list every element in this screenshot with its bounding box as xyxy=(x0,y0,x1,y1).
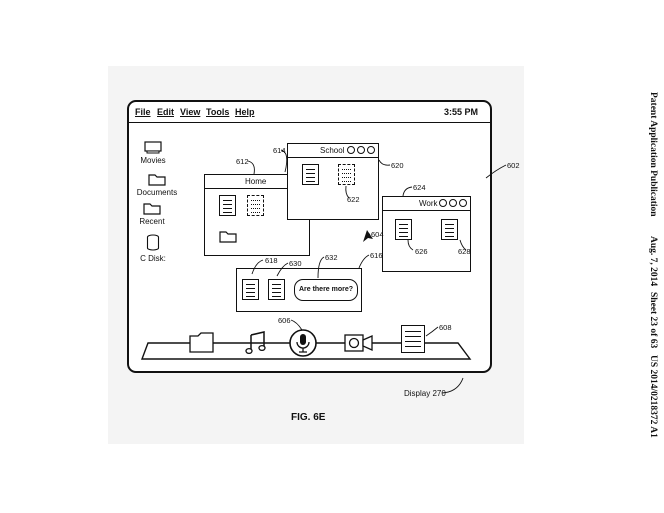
music-note-icon[interactable] xyxy=(245,331,267,355)
minimize-icon[interactable] xyxy=(347,146,355,154)
menu-file[interactable]: File xyxy=(135,107,151,117)
document-icon[interactable] xyxy=(219,195,236,216)
document-icon[interactable] xyxy=(242,279,259,300)
ref-628: 628 xyxy=(458,247,471,256)
ref-608: 608 xyxy=(439,323,452,332)
school-window-title: School xyxy=(288,144,378,158)
recent-label: Recent xyxy=(139,217,165,226)
menu-view[interactable]: View xyxy=(180,107,201,117)
close-icon[interactable] xyxy=(367,146,375,154)
home-window-title: Home xyxy=(205,175,309,189)
document-icon[interactable] xyxy=(302,164,319,185)
document-icon[interactable] xyxy=(395,219,412,240)
ref-604: 604 xyxy=(371,230,384,239)
folder-icon[interactable] xyxy=(189,331,215,353)
monitor-icon xyxy=(144,141,162,154)
microphone-icon[interactable] xyxy=(288,328,318,358)
document-ghost-icon xyxy=(247,195,264,216)
school-window[interactable]: School xyxy=(287,143,379,220)
folder-icon xyxy=(148,174,166,186)
maximize-icon[interactable] xyxy=(449,199,457,207)
documents-desktop-icon[interactable]: Documents xyxy=(134,172,180,197)
ref-630: 630 xyxy=(289,259,302,268)
document-ghost-icon xyxy=(338,164,355,185)
ref-632: 632 xyxy=(325,253,338,262)
ref-614: 614 xyxy=(273,146,286,155)
ref-626: 626 xyxy=(415,247,428,256)
disk-icon xyxy=(146,234,160,251)
minimize-icon[interactable] xyxy=(439,199,447,207)
cdisk-desktop-icon[interactable]: C Disk: xyxy=(136,234,170,263)
menu-edit[interactable]: Edit xyxy=(157,107,174,117)
folder-icon[interactable] xyxy=(219,229,237,243)
video-camera-icon[interactable] xyxy=(344,333,374,353)
display-label: Display 270 xyxy=(404,389,446,398)
documents-label: Documents xyxy=(136,188,178,197)
menu-clock: 3:55 PM xyxy=(443,107,478,117)
figure-label: FIG. 6E xyxy=(291,412,326,423)
maximize-icon[interactable] xyxy=(357,146,365,154)
work-window[interactable]: Work xyxy=(382,196,471,272)
ref-620: 620 xyxy=(391,161,404,170)
document-icon[interactable] xyxy=(401,325,425,353)
close-icon[interactable] xyxy=(459,199,467,207)
ref-624: 624 xyxy=(413,183,426,192)
movies-desktop-icon[interactable]: Movies xyxy=(136,141,170,165)
cdisk-label: C Disk: xyxy=(140,254,166,263)
document-icon[interactable] xyxy=(441,219,458,240)
document-icon[interactable] xyxy=(268,279,285,300)
menu-help[interactable]: Help xyxy=(235,107,255,117)
ref-612: 612 xyxy=(236,157,249,166)
folder-icon xyxy=(143,203,161,215)
ref-616: 616 xyxy=(370,251,383,260)
dictation-popup: Are there more? xyxy=(236,268,362,312)
menu-tools[interactable]: Tools xyxy=(206,107,230,117)
work-window-title: Work xyxy=(383,197,470,211)
menu-bar: File Edit View Tools Help 3:55 PM xyxy=(129,102,490,123)
ref-602: 602 xyxy=(507,161,520,170)
recent-desktop-icon[interactable]: Recent xyxy=(135,201,169,226)
ref-606: 606 xyxy=(278,316,291,325)
ref-618: 618 xyxy=(265,256,278,265)
movies-label: Movies xyxy=(140,156,166,165)
question-bubble: Are there more? xyxy=(294,279,358,301)
ref-622: 622 xyxy=(347,195,360,204)
